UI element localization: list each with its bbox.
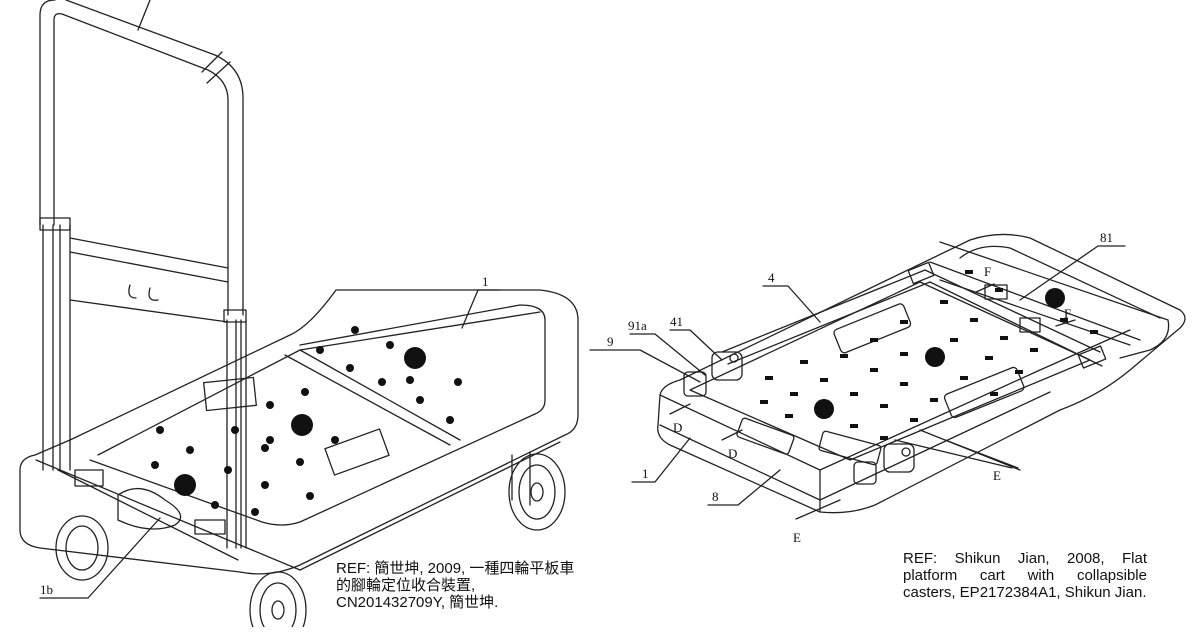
callout-1-left: 1 [482, 274, 489, 289]
right-platform [657, 233, 1186, 514]
callout-E-2: E [793, 530, 801, 545]
callout-1b: 1b [40, 582, 53, 597]
right-leaders [589, 245, 1126, 520]
callout-91a: 91a [628, 318, 647, 333]
left-leader-1 [461, 289, 479, 329]
callout-9: 9 [607, 334, 614, 349]
callout-F-2: F [1064, 306, 1071, 321]
right-hinges [683, 284, 1041, 485]
left-casters [55, 451, 566, 632]
reference-right: REF: Shikun Jian, 2008, Flat platform ca… [903, 550, 1147, 601]
callout-D-1: D [673, 420, 682, 435]
right-tube-4 [721, 261, 1107, 471]
reference-left: REF: 簡世坤, 2009, 一種四輪平板車的腳輪定位收合裝置, CN2014… [336, 560, 575, 611]
right-cart-drawing [589, 233, 1186, 520]
callout-1-right: 1 [642, 466, 649, 481]
left-perforations [151, 326, 462, 516]
callout-8: 8 [712, 489, 719, 504]
callout-E-1: E [993, 468, 1001, 483]
left-leader-1b [39, 517, 161, 599]
left-cart-drawing [19, 0, 579, 632]
callout-4: 4 [768, 270, 775, 285]
callout-41: 41 [670, 314, 683, 329]
callout-D-2: D [728, 446, 737, 461]
left-handle [39, 0, 247, 549]
right-perforations [760, 270, 1098, 440]
left-platform [19, 289, 579, 575]
callout-F-1: F [984, 264, 991, 279]
callout-81: 81 [1100, 230, 1113, 245]
